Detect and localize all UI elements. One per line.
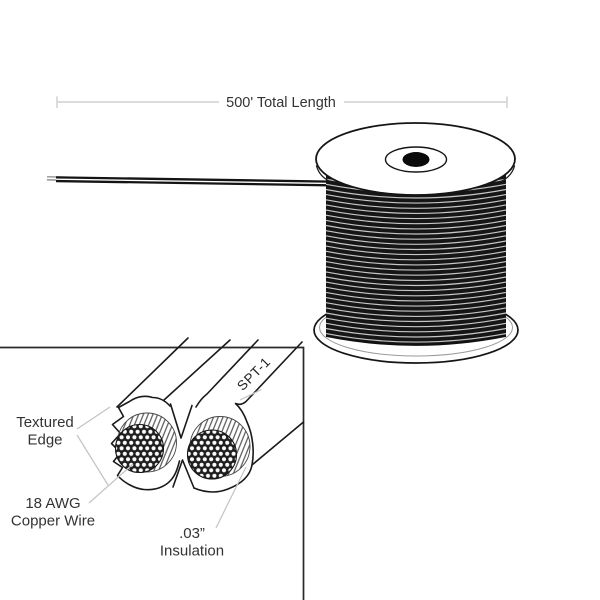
leader-textured-edge-top <box>76 406 111 430</box>
wire-wrap-line <box>325 255 507 266</box>
wire-wrap-line <box>325 297 507 307</box>
dimension-line <box>56 96 508 108</box>
body-line-bottom-right <box>251 421 305 466</box>
wire-wrap-line <box>325 307 507 317</box>
groove-notch-top <box>169 403 193 439</box>
wire-wrap-line <box>325 291 507 302</box>
wire-body-groove <box>55 178 339 185</box>
wire-wrap-line <box>325 250 507 261</box>
leader-insulation <box>215 466 247 529</box>
strand-bundle-right <box>186 429 238 480</box>
wire-wrap-line <box>325 230 507 240</box>
drum-bottom-edge <box>325 335 507 346</box>
wire-wrap-line <box>325 188 507 199</box>
wire-wrap-line <box>325 333 507 343</box>
label-copper-line2: Copper Wire <box>11 513 95 530</box>
wire-wrap-line <box>325 194 507 204</box>
strand-bundle-left <box>114 423 165 474</box>
top-flange-lip-right <box>500 165 516 183</box>
wire-wrap-line <box>325 276 507 287</box>
inset-box-border <box>0 346 305 600</box>
lead-wire <box>46 176 339 187</box>
body-line-groove-right <box>195 339 259 408</box>
wire-wrap-line <box>325 312 507 323</box>
wire-wrap-line <box>325 199 507 209</box>
dimension-label: 500' Total Length <box>226 95 336 111</box>
label-textured-line2: Edge <box>27 432 62 449</box>
wire-wrap-line <box>325 327 507 338</box>
wire-wrap-line <box>325 322 507 333</box>
left-lobe-textured-outline <box>110 395 181 491</box>
right-lobe-outline <box>193 341 303 493</box>
wire-spool <box>313 122 519 364</box>
wire-wrap-line <box>325 240 507 251</box>
wire-wrap-line <box>325 224 507 235</box>
wire-wrap-line <box>325 235 507 245</box>
wire-wrap-line <box>325 317 507 328</box>
wire-wrap-line <box>325 266 507 276</box>
drum-stripes <box>325 173 507 343</box>
groove-notch-bottom <box>172 459 195 489</box>
leader-textured-edge-bottom <box>76 434 109 486</box>
wire-wrap-line <box>325 214 507 225</box>
wire-wrap-line <box>325 209 507 220</box>
hub-hole <box>402 152 430 167</box>
label-insulation-line1: .03” <box>179 525 205 542</box>
wire-wrap-line <box>325 271 507 281</box>
cable-cutaway <box>110 337 305 493</box>
wire-wrap-line <box>325 302 507 312</box>
leader-lines <box>76 388 262 529</box>
wire-wrap-line <box>325 286 507 297</box>
label-copper-line1: 18 AWG <box>25 495 80 512</box>
wire-wrap-line <box>325 261 507 271</box>
wire-wrap-line <box>325 245 507 256</box>
top-flange-lip-left <box>315 165 331 183</box>
label-textured-line1: Textured <box>16 414 74 431</box>
body-line-outer-left <box>116 337 189 408</box>
wire-wrap-line <box>325 204 507 214</box>
label-insulation-line2: Insulation <box>160 543 224 560</box>
leader-copper-wire <box>88 463 134 504</box>
body-line-left <box>163 339 231 401</box>
wire-wrap-line <box>325 281 507 292</box>
wire-wrap-line <box>325 219 507 230</box>
leader-spt <box>239 388 262 401</box>
